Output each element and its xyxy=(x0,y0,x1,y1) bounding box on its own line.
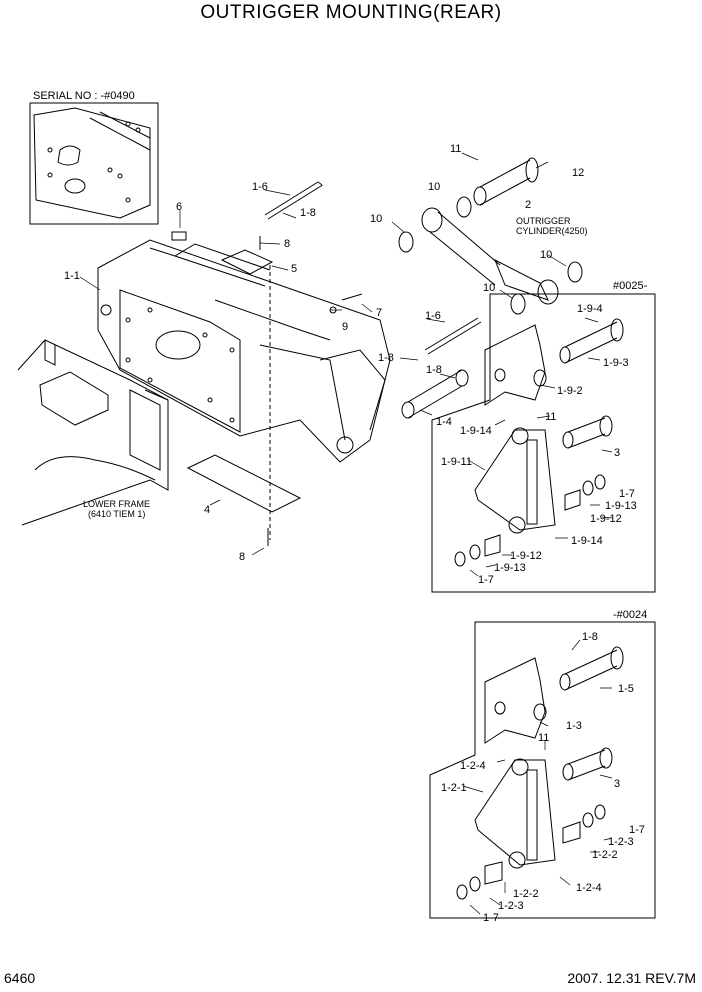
ring-1-7c xyxy=(594,804,606,820)
ring-10d xyxy=(510,293,526,315)
bracket-1-3 xyxy=(484,657,547,744)
callout: 1-8 xyxy=(582,631,598,643)
callout: 1-9-3 xyxy=(603,357,629,369)
bolt-6 xyxy=(171,231,187,241)
callout: 10 xyxy=(540,249,552,261)
callout: 1-9-13 xyxy=(494,562,526,574)
callout: 1-9-13 xyxy=(605,500,637,512)
bracket-1-9-2 xyxy=(484,324,547,406)
callout: 1-2-4 xyxy=(460,760,486,772)
pin-2 xyxy=(473,157,539,206)
callout: 11 xyxy=(538,732,549,744)
outrigger-box xyxy=(97,239,391,463)
callout: 1-7 xyxy=(478,574,494,586)
callout: 1-8 xyxy=(378,352,394,364)
callout: 10 xyxy=(428,181,440,193)
group-box-lower xyxy=(429,621,656,919)
pin-3-lower xyxy=(562,747,613,781)
callout: 11 xyxy=(545,411,556,423)
callout: 4 xyxy=(204,504,210,516)
callout: 6 xyxy=(176,201,182,213)
note-lower-frame-1: LOWER FRAME xyxy=(83,499,150,509)
serial-label: SERIAL NO : -#0490 xyxy=(33,90,135,102)
callout: 10 xyxy=(370,213,382,225)
ring-1-7a xyxy=(594,474,606,490)
callout: 1-9-12 xyxy=(590,513,622,525)
callout: 1-7 xyxy=(619,488,635,500)
group-box-upper xyxy=(431,293,656,593)
callout: 9 xyxy=(342,321,348,333)
note-cylinder-2: CYLINDER(4250) xyxy=(516,226,588,236)
callout: 8 xyxy=(284,238,290,250)
revision-date: 2007. 12.31 REV.7M xyxy=(567,970,696,986)
callout: 1-8 xyxy=(300,207,316,219)
pin-3-upper xyxy=(562,415,613,449)
callout: 1-5 xyxy=(618,683,634,695)
callout: 3 xyxy=(614,778,620,790)
ring-1-7b xyxy=(454,551,466,567)
callout: 7 xyxy=(376,307,382,319)
callout: 1-7 xyxy=(483,912,499,924)
callout: 12 xyxy=(572,167,584,179)
callout: 1-2-1 xyxy=(441,782,467,794)
page-number: 6460 xyxy=(4,970,36,986)
ring-1-2-3b xyxy=(469,876,481,892)
ring-1-2-3a xyxy=(582,812,594,828)
bushing-1-9-12b xyxy=(484,534,501,557)
callout: 1-2-2 xyxy=(513,888,539,900)
ring-1-9-13a xyxy=(582,480,594,496)
page-title: OUTRIGGER MOUNTING(REAR) xyxy=(200,2,502,23)
group-label-upper: #0025- xyxy=(613,280,648,292)
ring-1-9-13b xyxy=(469,544,481,560)
callout: 1-9-2 xyxy=(557,385,583,397)
callout: 10 xyxy=(483,282,495,294)
callout: 1-9-14 xyxy=(460,425,492,437)
pin-1-6-lower xyxy=(424,317,482,355)
callout: 1-9-12 xyxy=(510,550,542,562)
callout: 1-2-2 xyxy=(592,849,618,861)
callout: 3 xyxy=(614,447,620,459)
ring-10c xyxy=(567,261,583,283)
callout: 1-9-4 xyxy=(577,303,603,315)
ring-1-7d xyxy=(456,884,468,900)
callout: 1-9-11 xyxy=(441,456,472,468)
bottom-plate-4 xyxy=(186,454,302,513)
bolt-7 xyxy=(341,293,363,301)
callout: 8 xyxy=(239,551,245,563)
group-label-lower: -#0024 xyxy=(613,609,647,621)
top-plate-5 xyxy=(220,249,274,275)
ring-10b xyxy=(398,231,414,253)
callout: 2 xyxy=(525,199,531,211)
callout: 1-3 xyxy=(566,720,582,732)
callout: 1-4 xyxy=(436,416,452,428)
callout: 1-6 xyxy=(425,310,441,322)
note-lower-frame-2: (6410 TIEM 1) xyxy=(88,509,145,519)
callout: 1-7 xyxy=(629,824,645,836)
pin-1-6-upper xyxy=(264,181,323,220)
note-cylinder-1: OUTRIGGER xyxy=(516,216,571,226)
serial-inset xyxy=(29,102,159,225)
pin-1-4 xyxy=(401,369,469,419)
outrigger-cylinder xyxy=(421,207,559,305)
callout: 1-8 xyxy=(426,364,442,376)
callout: 5 xyxy=(291,263,297,275)
arm-1-9-11 xyxy=(474,427,556,534)
pin-1-5 xyxy=(559,646,624,691)
callout: 1-2-4 xyxy=(576,882,602,894)
ring-10a xyxy=(456,196,472,218)
lower-frame xyxy=(17,339,169,526)
bushing-1-2-2a xyxy=(562,821,581,844)
callout: 1-2-3 xyxy=(608,836,634,848)
pin-1-9-3 xyxy=(559,318,624,364)
callout: 11 xyxy=(450,143,461,155)
callout: 1-1 xyxy=(64,270,80,282)
callout: 1-9-14 xyxy=(571,535,603,547)
bushing-1-2-2b xyxy=(484,861,503,885)
bushing-1-9-12a xyxy=(564,489,581,511)
callout: 1-6 xyxy=(252,181,268,193)
callout: 1-2-3 xyxy=(498,900,524,912)
arm-1-2-1 xyxy=(474,758,556,869)
